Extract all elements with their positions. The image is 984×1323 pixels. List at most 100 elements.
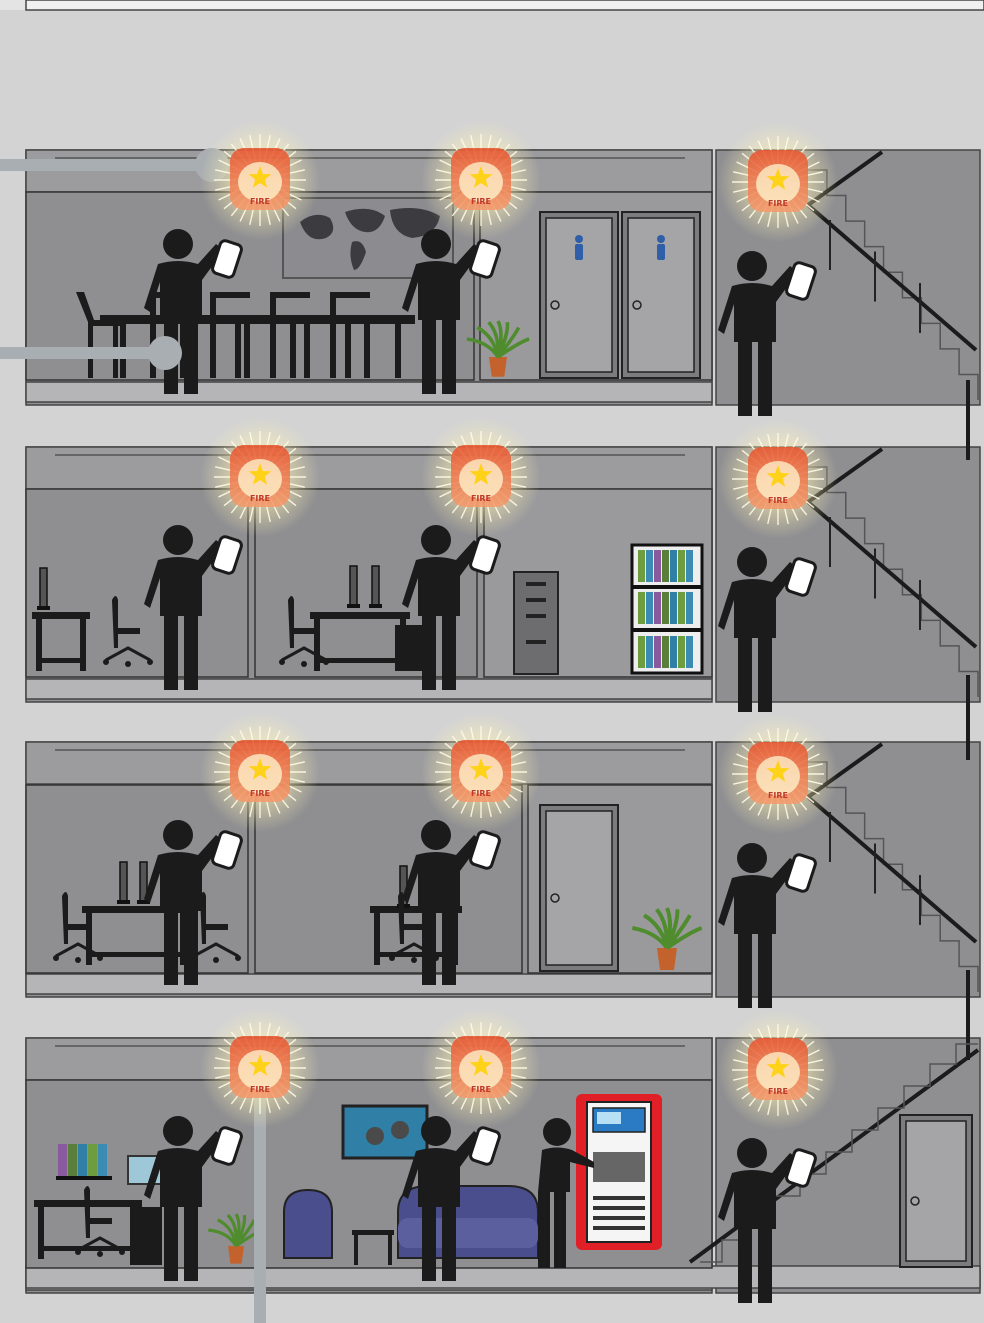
fire-strobe-icon: FIRE (200, 417, 320, 537)
binder (662, 636, 669, 668)
panel-slot (593, 1196, 645, 1200)
chair-wheel (97, 1251, 103, 1257)
chair-wheel (301, 661, 307, 667)
person-head (421, 820, 451, 850)
pipe-end (148, 336, 182, 370)
binder (638, 636, 645, 668)
binder (638, 550, 645, 582)
exit-door-panel (906, 1121, 966, 1261)
desk-leg (36, 619, 42, 671)
person-head (163, 229, 193, 259)
binder (646, 636, 653, 668)
ceiling-band (26, 447, 712, 489)
binder (670, 636, 677, 668)
desk-leg (374, 913, 380, 965)
fire-strobe-icon: FIRE (718, 122, 838, 242)
fire-strobe-icon: FIRE (718, 714, 838, 834)
binder (646, 592, 653, 624)
binder (654, 550, 661, 582)
monitor (372, 566, 379, 606)
panel-slot (593, 1226, 645, 1230)
binder (678, 636, 685, 668)
binder (654, 636, 661, 668)
strobe-label: FIRE (471, 1085, 491, 1094)
potted-plant (489, 357, 507, 377)
person-head (163, 525, 193, 555)
person-head (421, 525, 451, 555)
binder (88, 1144, 97, 1176)
chair-wheel (279, 659, 285, 665)
person-icon (657, 235, 665, 243)
strobe-label: FIRE (471, 197, 491, 206)
potted-plant (228, 1246, 244, 1264)
table-leg (395, 324, 401, 378)
table-leg (235, 324, 241, 378)
monitor-stand (347, 604, 360, 608)
monitor (120, 862, 127, 902)
desk-drawer (130, 1207, 162, 1265)
binder (58, 1144, 67, 1176)
strobe-label: FIRE (471, 789, 491, 798)
binder (78, 1144, 87, 1176)
file-cabinet (514, 572, 558, 674)
strobe-label: FIRE (250, 789, 270, 798)
binder (638, 592, 645, 624)
binder (678, 550, 685, 582)
panel-keypad (593, 1152, 645, 1182)
strobe-label: FIRE (250, 494, 270, 503)
person-head (737, 251, 767, 281)
fire-strobe-icon: FIRE (421, 712, 541, 832)
chair-wheel (213, 957, 219, 963)
person-icon (575, 244, 583, 260)
binder (686, 592, 693, 624)
strobe-label: FIRE (768, 791, 788, 800)
desk-leg (314, 619, 320, 671)
table-leg (345, 324, 351, 378)
sofa-cushion (398, 1218, 538, 1248)
desk-rail (36, 658, 86, 663)
fire-strobe-icon: FIRE (718, 419, 838, 539)
chair-wheel (411, 957, 417, 963)
chair-wheel (147, 659, 153, 665)
monitor-stand (117, 900, 130, 904)
person-head (737, 1138, 767, 1168)
panel-slot (593, 1216, 645, 1220)
strobe-label: FIRE (768, 496, 788, 505)
person-icon (657, 244, 665, 260)
chair-wheel (125, 661, 131, 667)
binder (670, 592, 677, 624)
monitor-stand (369, 604, 382, 608)
corridor-door-panel (546, 811, 612, 965)
fire-strobe-icon: FIRE (421, 417, 541, 537)
desk (32, 612, 90, 619)
floor-slab (26, 679, 712, 699)
potted-plant (657, 948, 677, 970)
fire-strobe-icon: FIRE (200, 120, 320, 240)
fire-strobe-icon: FIRE (421, 1008, 541, 1128)
person-head (543, 1118, 571, 1146)
desk-leg (38, 1207, 44, 1259)
chair-wheel (97, 955, 103, 961)
table-leg (388, 1235, 392, 1265)
chair-wheel (389, 955, 395, 961)
desk-leg (80, 619, 86, 671)
chair-wheel (53, 955, 59, 961)
chair-wheel (235, 955, 241, 961)
chair-wheel (119, 1249, 125, 1255)
chair-wheel (75, 957, 81, 963)
desk-leg (86, 913, 92, 965)
roof-line (26, 0, 984, 10)
table-leg (354, 1235, 358, 1265)
chair-wheel (103, 659, 109, 665)
strobe-label: FIRE (250, 1085, 270, 1094)
office-left (26, 489, 248, 677)
binder (662, 592, 669, 624)
wall-shelf (56, 1176, 112, 1180)
monitor (350, 566, 357, 606)
table-leg (290, 324, 296, 378)
binder (646, 550, 653, 582)
fire-strobe-icon: FIRE (718, 1010, 838, 1130)
person-head (737, 843, 767, 873)
monitor (40, 568, 47, 608)
ceiling-band (26, 1038, 712, 1080)
